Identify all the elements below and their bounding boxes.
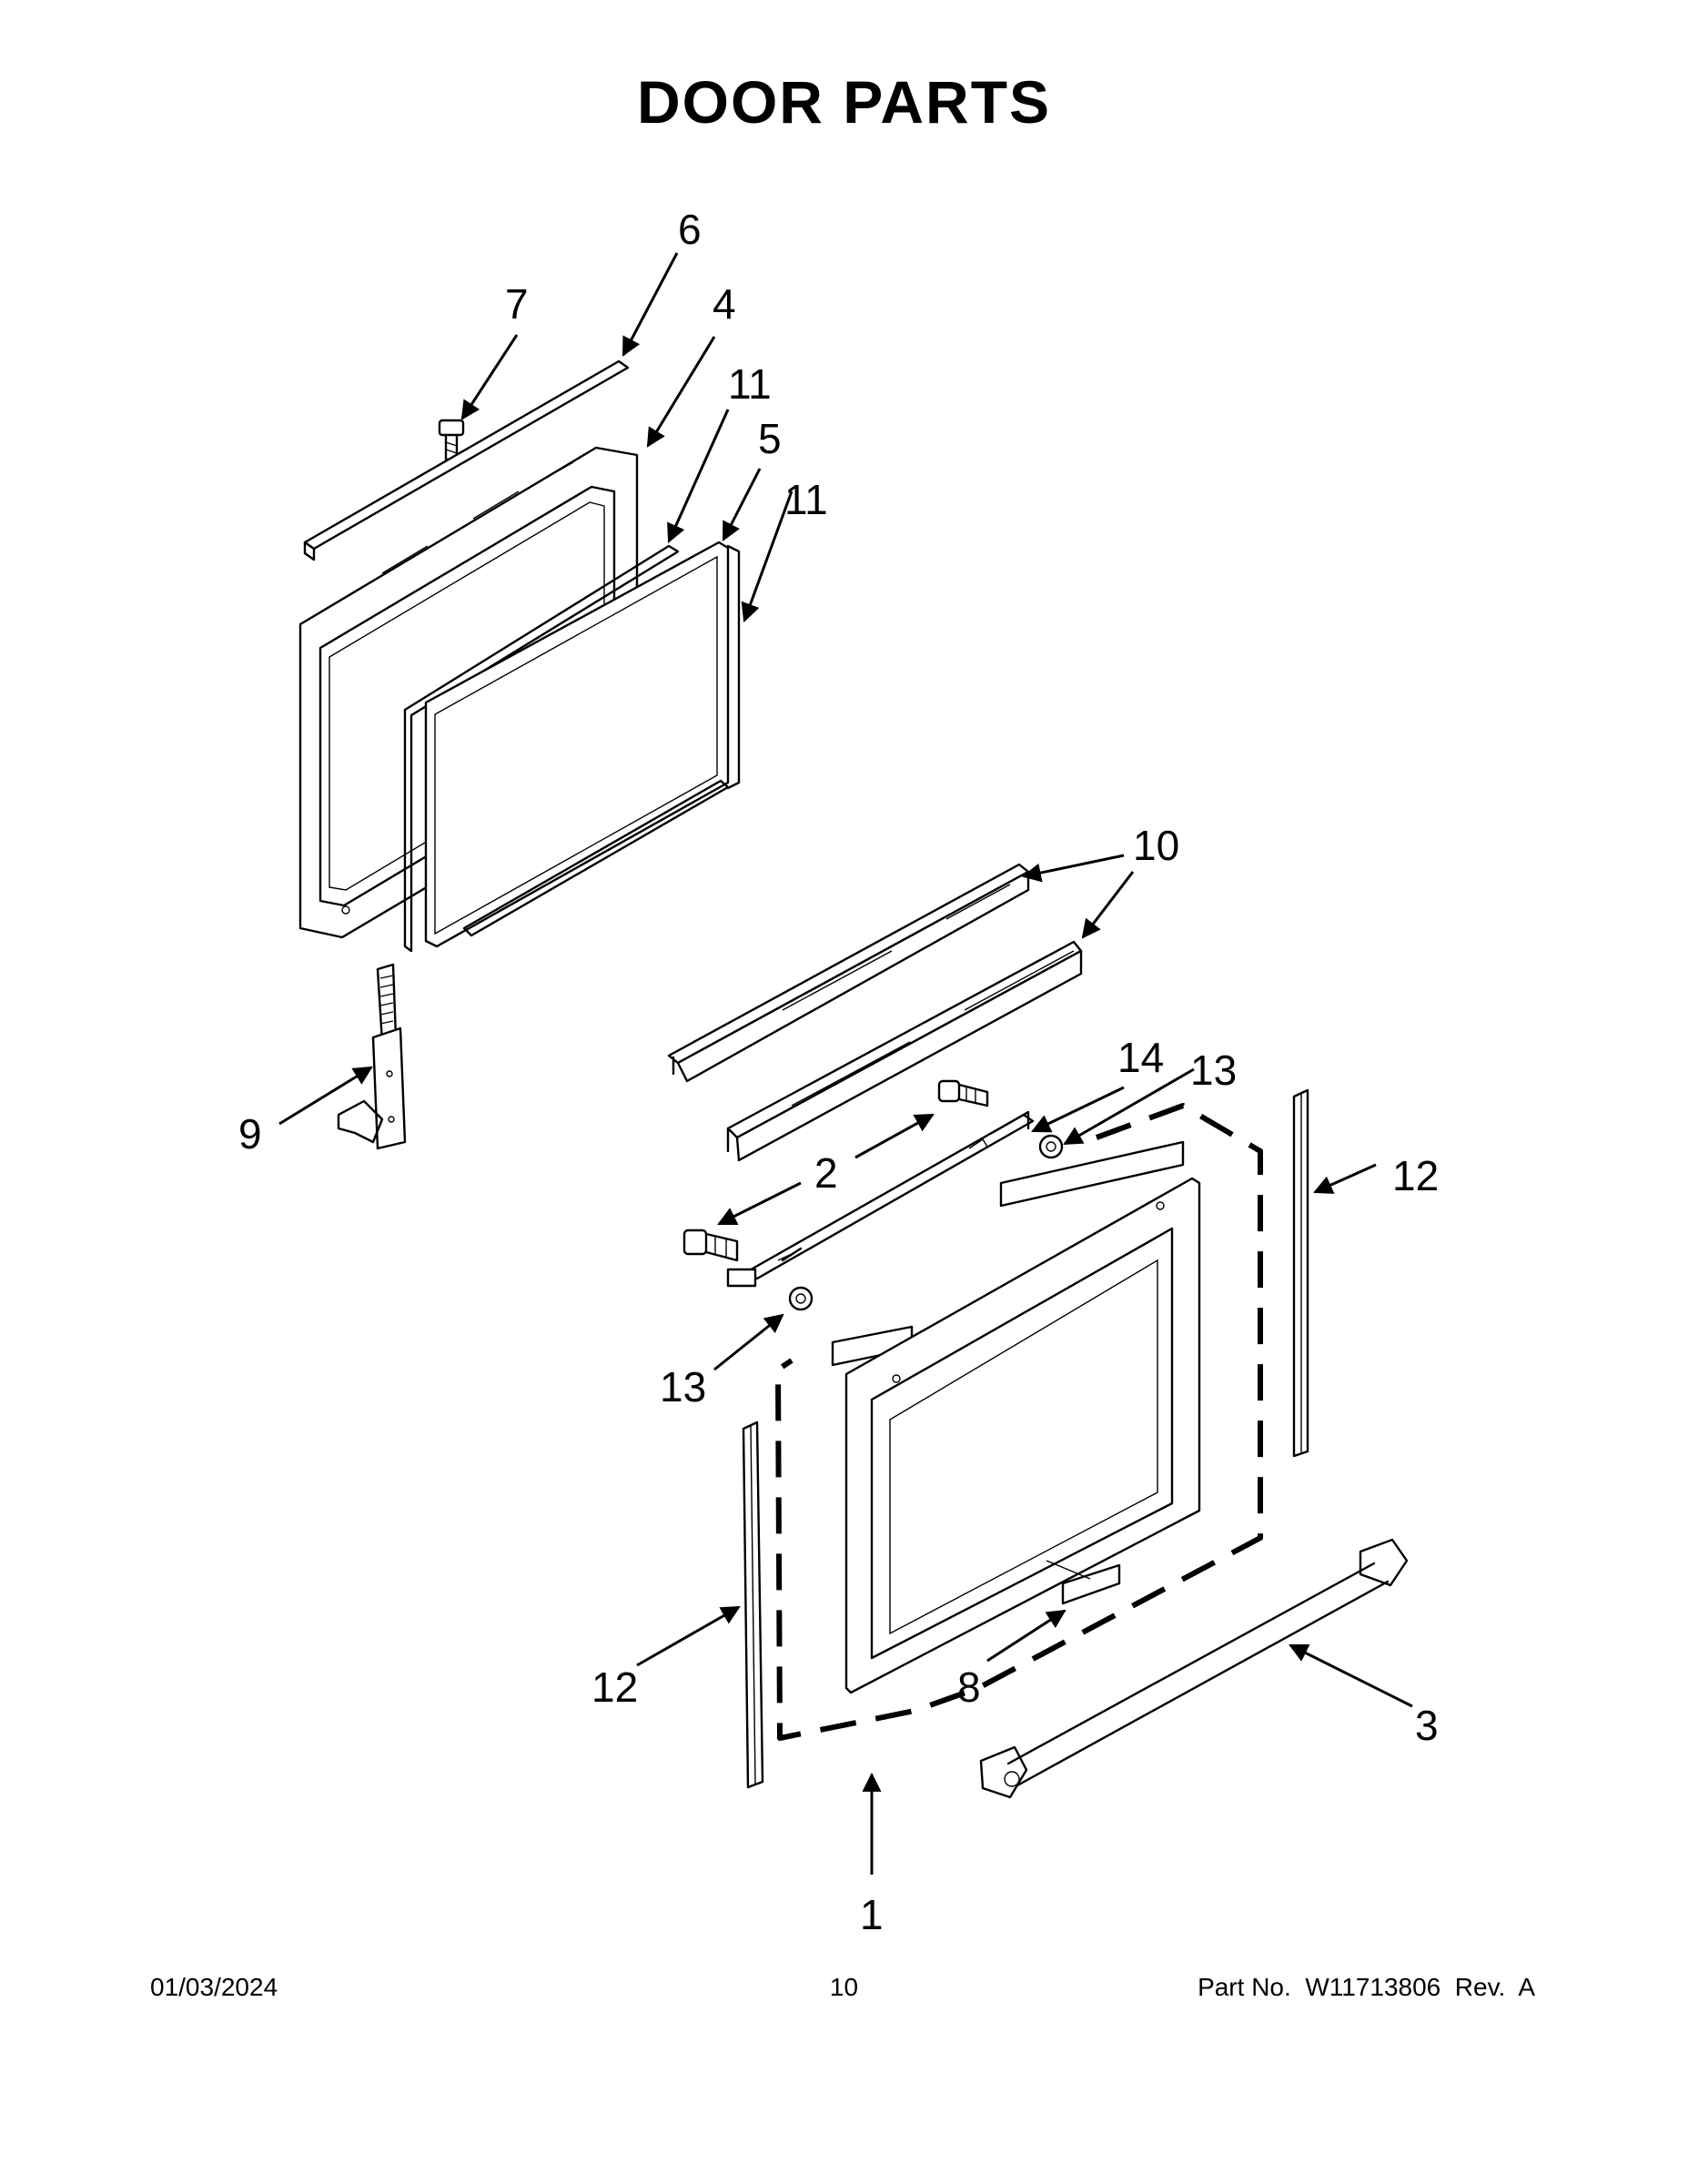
page-title: DOOR PARTS — [636, 68, 1052, 136]
callout-13-upper: 13 — [1190, 1046, 1237, 1094]
callout-9: 9 — [238, 1110, 262, 1158]
vent-channel-part-10-upper — [667, 863, 1030, 1083]
callout-14: 14 — [1117, 1034, 1164, 1081]
gasket-part-11-right — [726, 544, 741, 790]
callout-12-left: 12 — [591, 1663, 638, 1711]
side-trim-part-12-left — [742, 1421, 764, 1789]
hinge-pin-part-2-lower — [682, 1228, 739, 1262]
callout-11-upper: 11 — [728, 360, 772, 408]
callout-1: 1 — [860, 1891, 884, 1938]
callout-5: 5 — [758, 415, 782, 462]
callout-7: 7 — [505, 280, 529, 328]
washer-part-13-upper — [1038, 1134, 1064, 1159]
footer-part-number: Part No. W11713806 Rev. A — [1198, 1973, 1535, 2001]
gasket-part-11-left — [403, 544, 680, 953]
washer-part-13-lower — [788, 1286, 814, 1311]
hinge-pin-part-2-upper — [937, 1079, 989, 1107]
vent-channel-part-10-lower — [726, 940, 1083, 1162]
outer-door-panel — [844, 1177, 1201, 1694]
callout-11-lower: 11 — [784, 476, 828, 523]
callout-2: 2 — [814, 1149, 838, 1197]
callout-4: 4 — [713, 280, 736, 328]
callout-6: 6 — [678, 206, 702, 253]
footer-date: 01/03/2024 — [150, 1973, 278, 2001]
footer-page-number: 10 — [829, 1973, 859, 2001]
side-trim-part-12-right — [1292, 1088, 1309, 1458]
top-trim-part-6 — [303, 359, 630, 561]
leader-lines — [278, 252, 1413, 1875]
door-assembly-outline-part-1 — [775, 1103, 1263, 1741]
callout-10: 10 — [1133, 822, 1179, 869]
callout-8: 8 — [957, 1663, 981, 1711]
callout-13-lower: 13 — [660, 1363, 706, 1410]
door-top-strip — [999, 1140, 1185, 1208]
callout-3: 3 — [1415, 1702, 1439, 1749]
hinge-part-9 — [337, 963, 407, 1150]
callout-12-right: 12 — [1392, 1152, 1439, 1199]
handle-part-3 — [979, 1538, 1409, 1799]
hinge-bracket-part-14 — [726, 1110, 1035, 1288]
badge-part-8 — [1046, 1560, 1121, 1605]
